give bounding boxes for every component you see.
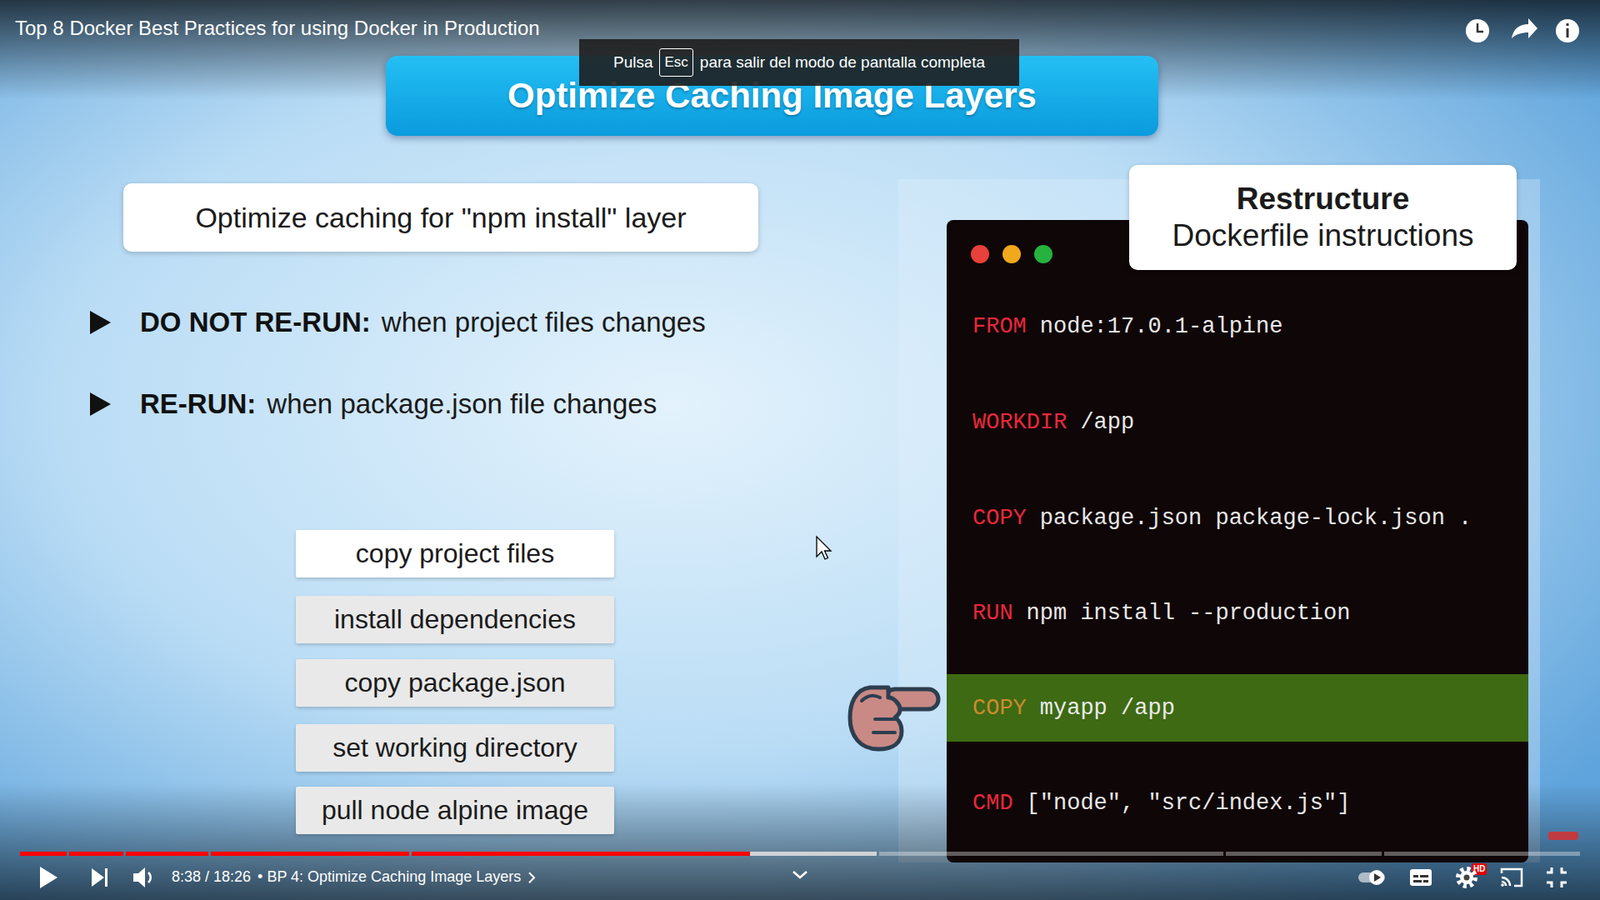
notice-text: Pulsa <box>613 53 654 73</box>
fullscreen-notice: PulsaEsc para salir del modo de pantalla … <box>579 39 1020 86</box>
code-keyword: COPY <box>972 505 1027 531</box>
code-line: COPY package.json package-lock.json . <box>972 505 1472 531</box>
bullet-text: when project files changes <box>381 305 706 340</box>
callout-text: Dockerfile instructions <box>1172 217 1475 255</box>
bullet-triangle <box>90 310 111 335</box>
bullet-text: when package.json file changes <box>266 387 657 421</box>
step-box: copy package.json <box>295 659 615 707</box>
info-icon <box>1555 19 1580 43</box>
code-text: npm install --production <box>1026 600 1351 626</box>
code-line: RUN npm install --production <box>972 600 1350 626</box>
step-text: install dependencies <box>334 603 576 635</box>
pointing-hand <box>850 687 939 750</box>
volume-icon <box>133 867 151 888</box>
time-display: 8:38 / 18:26 <box>171 868 251 887</box>
bullet-row: DO NOT RE-RUN: when project files changes <box>140 305 706 340</box>
chapter-title: • BP 4: Optimize Caching Image Layers <box>257 868 521 887</box>
cast-icon <box>1500 869 1522 887</box>
settings-icon <box>1458 869 1475 886</box>
code-keyword: WORKDIR <box>972 410 1067 435</box>
top-shade <box>0 0 1600 100</box>
share-icon <box>1511 18 1538 39</box>
callout-box: RestructureDockerfile instructions <box>1129 165 1517 270</box>
step-text: copy project files <box>355 537 555 570</box>
step-box: install dependencies <box>295 595 615 644</box>
player-controls: 8:38 / 18:26 • BP 4: Optimize Caching Ima… <box>171 868 536 887</box>
code-line: WORKDIR/app <box>972 410 1135 435</box>
autoplay-toggle <box>1358 870 1385 885</box>
step-text: copy package.json <box>344 666 565 699</box>
bullet-keyword: DO NOT RE-RUN: <box>140 305 371 340</box>
step-box: copy project files <box>295 530 615 578</box>
code-text: package.json package-lock.json . <box>1040 505 1472 531</box>
next-icon <box>91 868 108 887</box>
code-keyword: RUN <box>972 600 1014 626</box>
callout-text: Restructure <box>1236 180 1410 218</box>
progress-bar <box>20 851 1580 856</box>
exit-fullscreen-icon <box>1546 867 1567 888</box>
bullet-triangle <box>90 392 111 416</box>
subtitles-icon <box>1410 869 1432 886</box>
code-line: COPY myapp /app <box>972 695 1175 721</box>
step-box: set working directory <box>295 724 615 772</box>
code-keyword: FROM <box>972 314 1027 340</box>
topic-text: Optimize caching for "npm install" layer <box>195 200 686 235</box>
code-text: node:17.0.1-alpine <box>1040 314 1284 340</box>
step-text: pull node alpine image <box>321 794 589 826</box>
code-keyword: CMD <box>972 790 1014 816</box>
highlighted-line: COPY myapp /app <box>946 674 1529 742</box>
code-keyword: COPY <box>972 695 1027 721</box>
expand-chevron <box>793 871 807 878</box>
bullet-keyword: RE-RUN: <box>140 387 256 421</box>
code-line: FROM node:17.0.1-alpine <box>972 314 1283 340</box>
code-text: ["node", "src/index.js"] <box>1026 790 1351 816</box>
key-cap: Esc <box>659 48 693 77</box>
code-text: myapp /app <box>1040 695 1175 721</box>
hd-badge: HD <box>1471 863 1487 875</box>
time-chapter: 8:38 / 18:26 • BP 4: Optimize Caching Ima… <box>171 868 521 887</box>
watch-later-icon <box>1465 19 1490 43</box>
play-icon <box>40 866 58 889</box>
step-text: set working directory <box>332 731 577 764</box>
mouse-cursor <box>816 536 831 560</box>
slide-panel <box>898 179 1540 863</box>
chapter-chevron <box>527 870 536 885</box>
notice-text: para salir del modo de pantalla completa <box>700 53 985 73</box>
step-box: pull node alpine image <box>295 786 615 835</box>
watermark <box>1548 831 1579 840</box>
video-title: Top 8 Docker Best Practices for using Do… <box>15 16 540 41</box>
window-dots <box>970 245 1053 264</box>
topic-box: Optimize caching for "npm install" layer <box>123 183 759 252</box>
bullet-row: RE-RUN: when package.json file changes <box>140 387 657 421</box>
code-text: /app <box>1080 410 1135 435</box>
code-window: FROM node:17.0.1-alpineWORKDIR/appCOPY pac… <box>946 220 1529 863</box>
code-line: CMD ["node", "src/index.js"] <box>972 790 1350 816</box>
